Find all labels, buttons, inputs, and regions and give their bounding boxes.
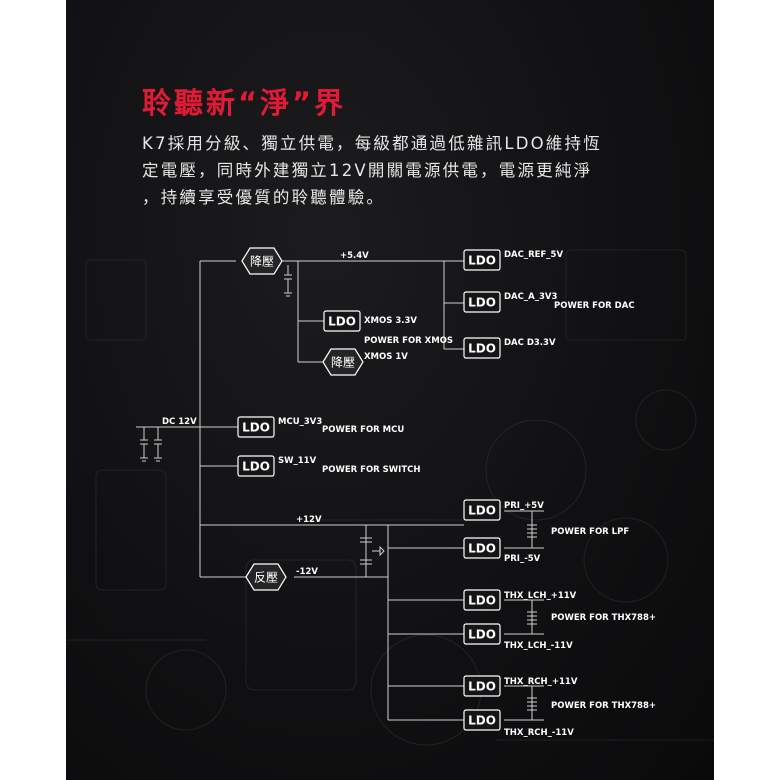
ldo-thx-lch-pos: LDO [463,589,501,611]
step-down-label: 降壓 [250,255,274,269]
ldo-dac-a: LDO [463,291,501,313]
description-line-1: K7採用分級、獨立供電，每級都通過低雜訊LDO維持恆 [142,134,602,153]
content-panel: 聆聽新“淨”界 K7採用分級、獨立供電，每級都通過低雜訊LDO維持恆 定電壓，同… [66,0,714,780]
thx-rch-pos-label: THX_RCH_+11V [504,677,578,687]
svg-text:LDO: LDO [468,254,496,268]
thx-rch-neg-label: THX_RCH_-11V [504,728,574,738]
pri-pos-label: PRI_+5V [504,501,544,511]
power-for-thx-1-label: POWER FOR THX788+ [551,613,656,623]
step-down-block-xmos: 降壓 [322,348,364,376]
power-for-switch-label: POWER FOR SWITCH [322,465,421,475]
svg-text:LDO: LDO [468,628,496,642]
ldo-pri-pos: LDO [463,499,501,521]
inverter-label: 反壓 [254,571,278,585]
thx-lch-neg-label: THX_LCH_-11V [504,641,573,651]
inverter-block: 反壓 [245,563,287,591]
xmos-1v-label: XMOS 1V [364,352,408,362]
input-label: DC 12V [162,417,197,427]
dac-a-label: DAC_A_3V3 [504,292,557,302]
xmos-3v3-label: XMOS 3.3V [364,316,417,326]
diagram-wires [136,260,544,721]
description-line-3: ，持續享受優質的聆聽體驗。 [142,188,386,207]
power-for-thx-2-label: POWER FOR THX788+ [551,701,656,711]
svg-text:LDO: LDO [468,296,496,310]
ldo-thx-rch-pos: LDO [463,675,501,697]
svg-text:LDO: LDO [242,421,270,435]
mcu-3v3-label: MCU_3V3 [278,417,322,427]
rail-12v-label: +12V [296,515,322,525]
ldo-thx-rch-neg: LDO [463,709,501,731]
power-for-dac-label: POWER FOR DAC [554,301,635,311]
power-for-mcu-label: POWER FOR MCU [322,425,404,435]
thx-lch-pos-label: THX_LCH_+11V [504,591,577,601]
svg-text:LDO: LDO [242,460,270,474]
power-supply-diagram: 降壓 降壓 反壓 LDO LDO LDO LDO LDO [136,247,656,738]
dac-ref-label: DAC_REF_5V [504,250,563,260]
ldo-dac-ref: LDO [463,249,501,271]
svg-text:LDO: LDO [468,342,496,356]
step-down-label-xmos: 降壓 [331,356,355,370]
svg-text:LDO: LDO [468,594,496,608]
circuit-board-background [66,249,714,746]
svg-text:LDO: LDO [468,680,496,694]
description-line-2: 定電壓，同時外建獨立12V開關電源供電，電源更純淨 [142,161,593,180]
power-for-xmos-label: POWER FOR XMOS [364,336,453,346]
svg-text:LDO: LDO [328,315,356,329]
sw-11v-label: SW_11V [278,456,317,466]
ldo-switch: LDO [237,455,275,477]
page-heading: 聆聽新“淨”界 [142,86,347,120]
ldo-xmos: LDO [323,310,361,332]
pri-neg-label: PRI_-5V [504,554,541,564]
ldo-mcu: LDO [237,416,275,438]
ldo-pri-neg: LDO [463,537,501,559]
power-for-lpf-label: POWER FOR LPF [551,527,629,537]
svg-text:LDO: LDO [468,504,496,518]
step-down-block-top: 降壓 [241,247,283,275]
rail-5v4-label: +5.4V [340,251,369,261]
ldo-dac-d: LDO [463,337,501,359]
svg-text:LDO: LDO [468,714,496,728]
ldo-thx-lch-neg: LDO [463,623,501,645]
rail-neg12v-label: -12V [296,567,318,577]
svg-text:LDO: LDO [468,542,496,556]
dac-d-label: DAC D3.3V [504,338,556,348]
